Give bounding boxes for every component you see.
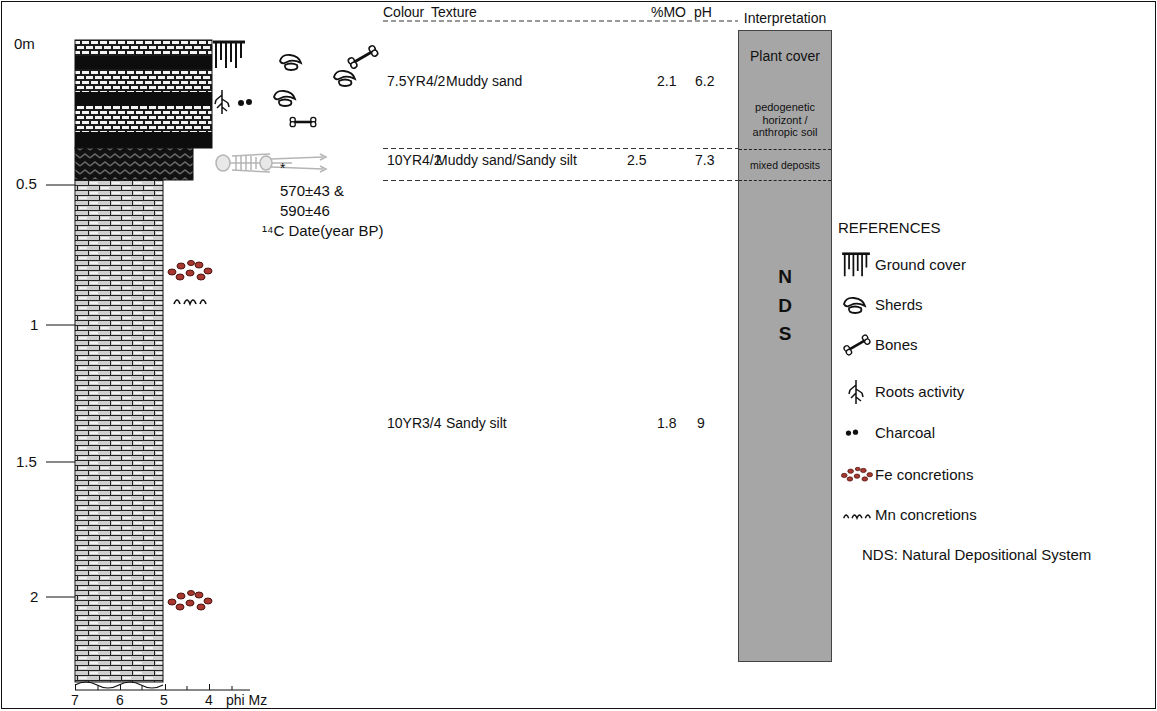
axis-value: 6 bbox=[116, 692, 124, 708]
legend-text: Mn concretions bbox=[875, 506, 977, 523]
band-text: Plant cover bbox=[750, 48, 820, 64]
legend-text: NDS: Natural Depositional System bbox=[862, 546, 1091, 563]
depth-label: 1 bbox=[30, 316, 38, 333]
axis-value: 5 bbox=[160, 692, 168, 708]
table-cell: 1.8 bbox=[657, 415, 676, 431]
legend-text: Ground cover bbox=[875, 256, 966, 273]
date-value: 590±46 bbox=[280, 202, 330, 219]
axis-value: 7 bbox=[71, 692, 79, 708]
interpretation-column: InterpretationPlant coverpedogenetic hor… bbox=[738, 30, 832, 662]
interpretation-band: mixed deposits bbox=[739, 149, 831, 181]
interpretation-band: pedogenetic horizont / anthropic soil bbox=[739, 91, 831, 149]
table-cell: 7.5YR4/2 bbox=[387, 73, 445, 89]
depth-label: 1.5 bbox=[16, 453, 37, 470]
legend-text: Bones bbox=[875, 336, 918, 353]
table-cell: 10YR4/2 bbox=[387, 152, 441, 168]
depth-label: 0.5 bbox=[16, 175, 37, 192]
table-cell: 10YR3/4 bbox=[387, 415, 441, 431]
table-cell: Muddy sand bbox=[446, 73, 522, 89]
legend-text: Roots activity bbox=[875, 383, 964, 400]
table-header: %MO bbox=[651, 4, 686, 20]
interpretation-band: N D S bbox=[739, 231, 831, 381]
table-header: Texture bbox=[431, 4, 477, 20]
table-cell: 7.3 bbox=[695, 152, 714, 168]
date-value: 570±43 & bbox=[280, 182, 344, 199]
table-header: pH bbox=[694, 4, 712, 20]
table-cell: 9 bbox=[697, 415, 705, 431]
table-cell: 2.5 bbox=[627, 152, 646, 168]
depth-label: 2 bbox=[30, 588, 38, 605]
axis-value: 4 bbox=[205, 692, 213, 708]
interpretation-band: Plant cover bbox=[739, 31, 831, 81]
date-caption: ¹⁴C Date(year BP) bbox=[262, 222, 383, 239]
column-heading: Interpretation bbox=[729, 10, 841, 26]
table-header: Colour bbox=[383, 4, 424, 20]
band-text: N D S bbox=[776, 263, 795, 349]
axis-title: phi Mz bbox=[226, 692, 267, 708]
legend-heading: REFERENCES bbox=[838, 219, 941, 236]
band-text: pedogenetic horizont / anthropic soil bbox=[743, 101, 827, 139]
date-marker: * bbox=[280, 160, 285, 176]
table-cell: 2.1 bbox=[657, 73, 676, 89]
depth-label: 0m bbox=[14, 35, 35, 52]
band-text: mixed deposits bbox=[750, 159, 820, 171]
table-cell: Sandy silt bbox=[446, 415, 507, 431]
legend-text: Fe concretions bbox=[875, 466, 973, 483]
table-cell: 6.2 bbox=[695, 73, 714, 89]
legend-text: Charcoal bbox=[875, 424, 935, 441]
table-cell: Muddy sand/Sandy silt bbox=[436, 152, 577, 168]
legend-text: Sherds bbox=[875, 296, 923, 313]
